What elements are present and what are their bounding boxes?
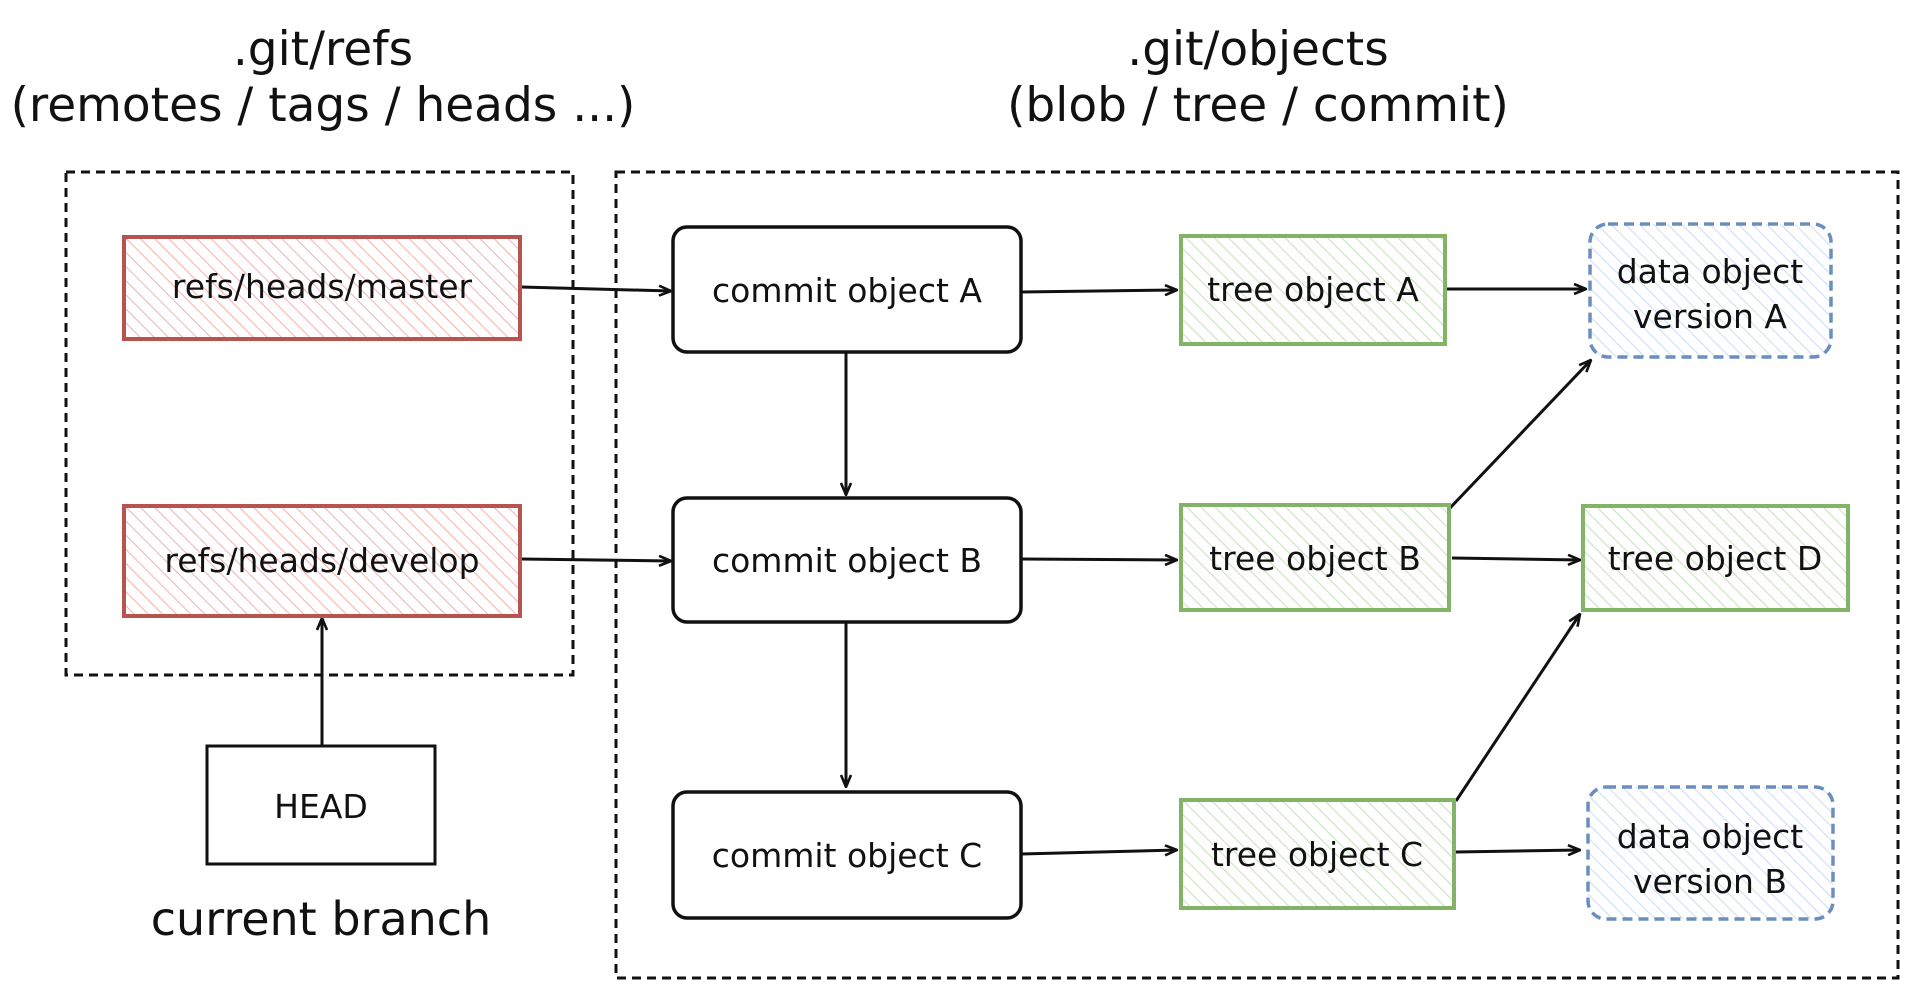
edge-tree-c-to-tree-d xyxy=(1454,614,1580,802)
edge-commit-b-to-tree-b xyxy=(1020,559,1177,560)
edges xyxy=(322,287,1591,854)
objects-group-subtitle: (blob / tree / commit) xyxy=(1007,78,1509,133)
tree-c-label: tree object C xyxy=(1211,835,1423,874)
data-b-label-line2: version B xyxy=(1633,862,1787,901)
tree-node-b: tree object B xyxy=(1179,503,1451,612)
head-node: HEAD xyxy=(205,744,437,866)
objects-group-frame xyxy=(614,170,1900,980)
edge-master-to-commit-a xyxy=(520,287,671,291)
ref-node-master: refs/heads/master xyxy=(122,235,522,341)
tree-node-a: tree object A xyxy=(1179,234,1447,346)
current-branch-caption: current branch xyxy=(151,892,491,946)
edge-develop-to-commit-b xyxy=(520,559,671,561)
edge-tree-b-to-tree-d xyxy=(1451,558,1580,560)
ref-develop-label: refs/heads/develop xyxy=(164,541,479,580)
ref-master-label: refs/heads/master xyxy=(172,267,473,306)
refs-group-subtitle: (remotes / tags / heads ...) xyxy=(11,78,636,133)
data-a-label-line2: version A xyxy=(1633,297,1787,336)
commit-a-label: commit object A xyxy=(712,271,982,310)
commit-c-label: commit object C xyxy=(712,836,982,875)
edge-commit-a-to-tree-a xyxy=(1020,290,1177,292)
data-object-version-a: data object version A xyxy=(1588,222,1833,359)
edge-commit-c-to-tree-c xyxy=(1020,850,1177,854)
tree-b-label: tree object B xyxy=(1209,539,1421,578)
head-label: HEAD xyxy=(274,787,368,826)
ref-node-develop: refs/heads/develop xyxy=(122,504,522,618)
tree-node-d: tree object D xyxy=(1581,504,1850,612)
tree-d-label: tree object D xyxy=(1608,539,1822,578)
refs-group-frame xyxy=(64,170,575,677)
tree-a-label: tree object A xyxy=(1207,270,1419,309)
data-object-version-b: data object version B xyxy=(1586,785,1835,921)
edge-tree-b-to-data-a xyxy=(1448,360,1591,510)
commit-node-a: commit object A xyxy=(671,225,1023,354)
tree-node-c: tree object C xyxy=(1179,798,1456,910)
commit-b-label: commit object B xyxy=(712,541,982,580)
commit-node-c: commit object C xyxy=(671,790,1023,920)
commit-node-b: commit object B xyxy=(671,496,1023,624)
refs-group-title: .git/refs xyxy=(233,22,413,77)
data-b-label-line1: data object xyxy=(1617,817,1804,856)
data-a-label-line1: data object xyxy=(1617,252,1804,291)
objects-group-title: .git/objects xyxy=(1127,22,1388,77)
edge-tree-c-to-data-b xyxy=(1455,850,1580,852)
